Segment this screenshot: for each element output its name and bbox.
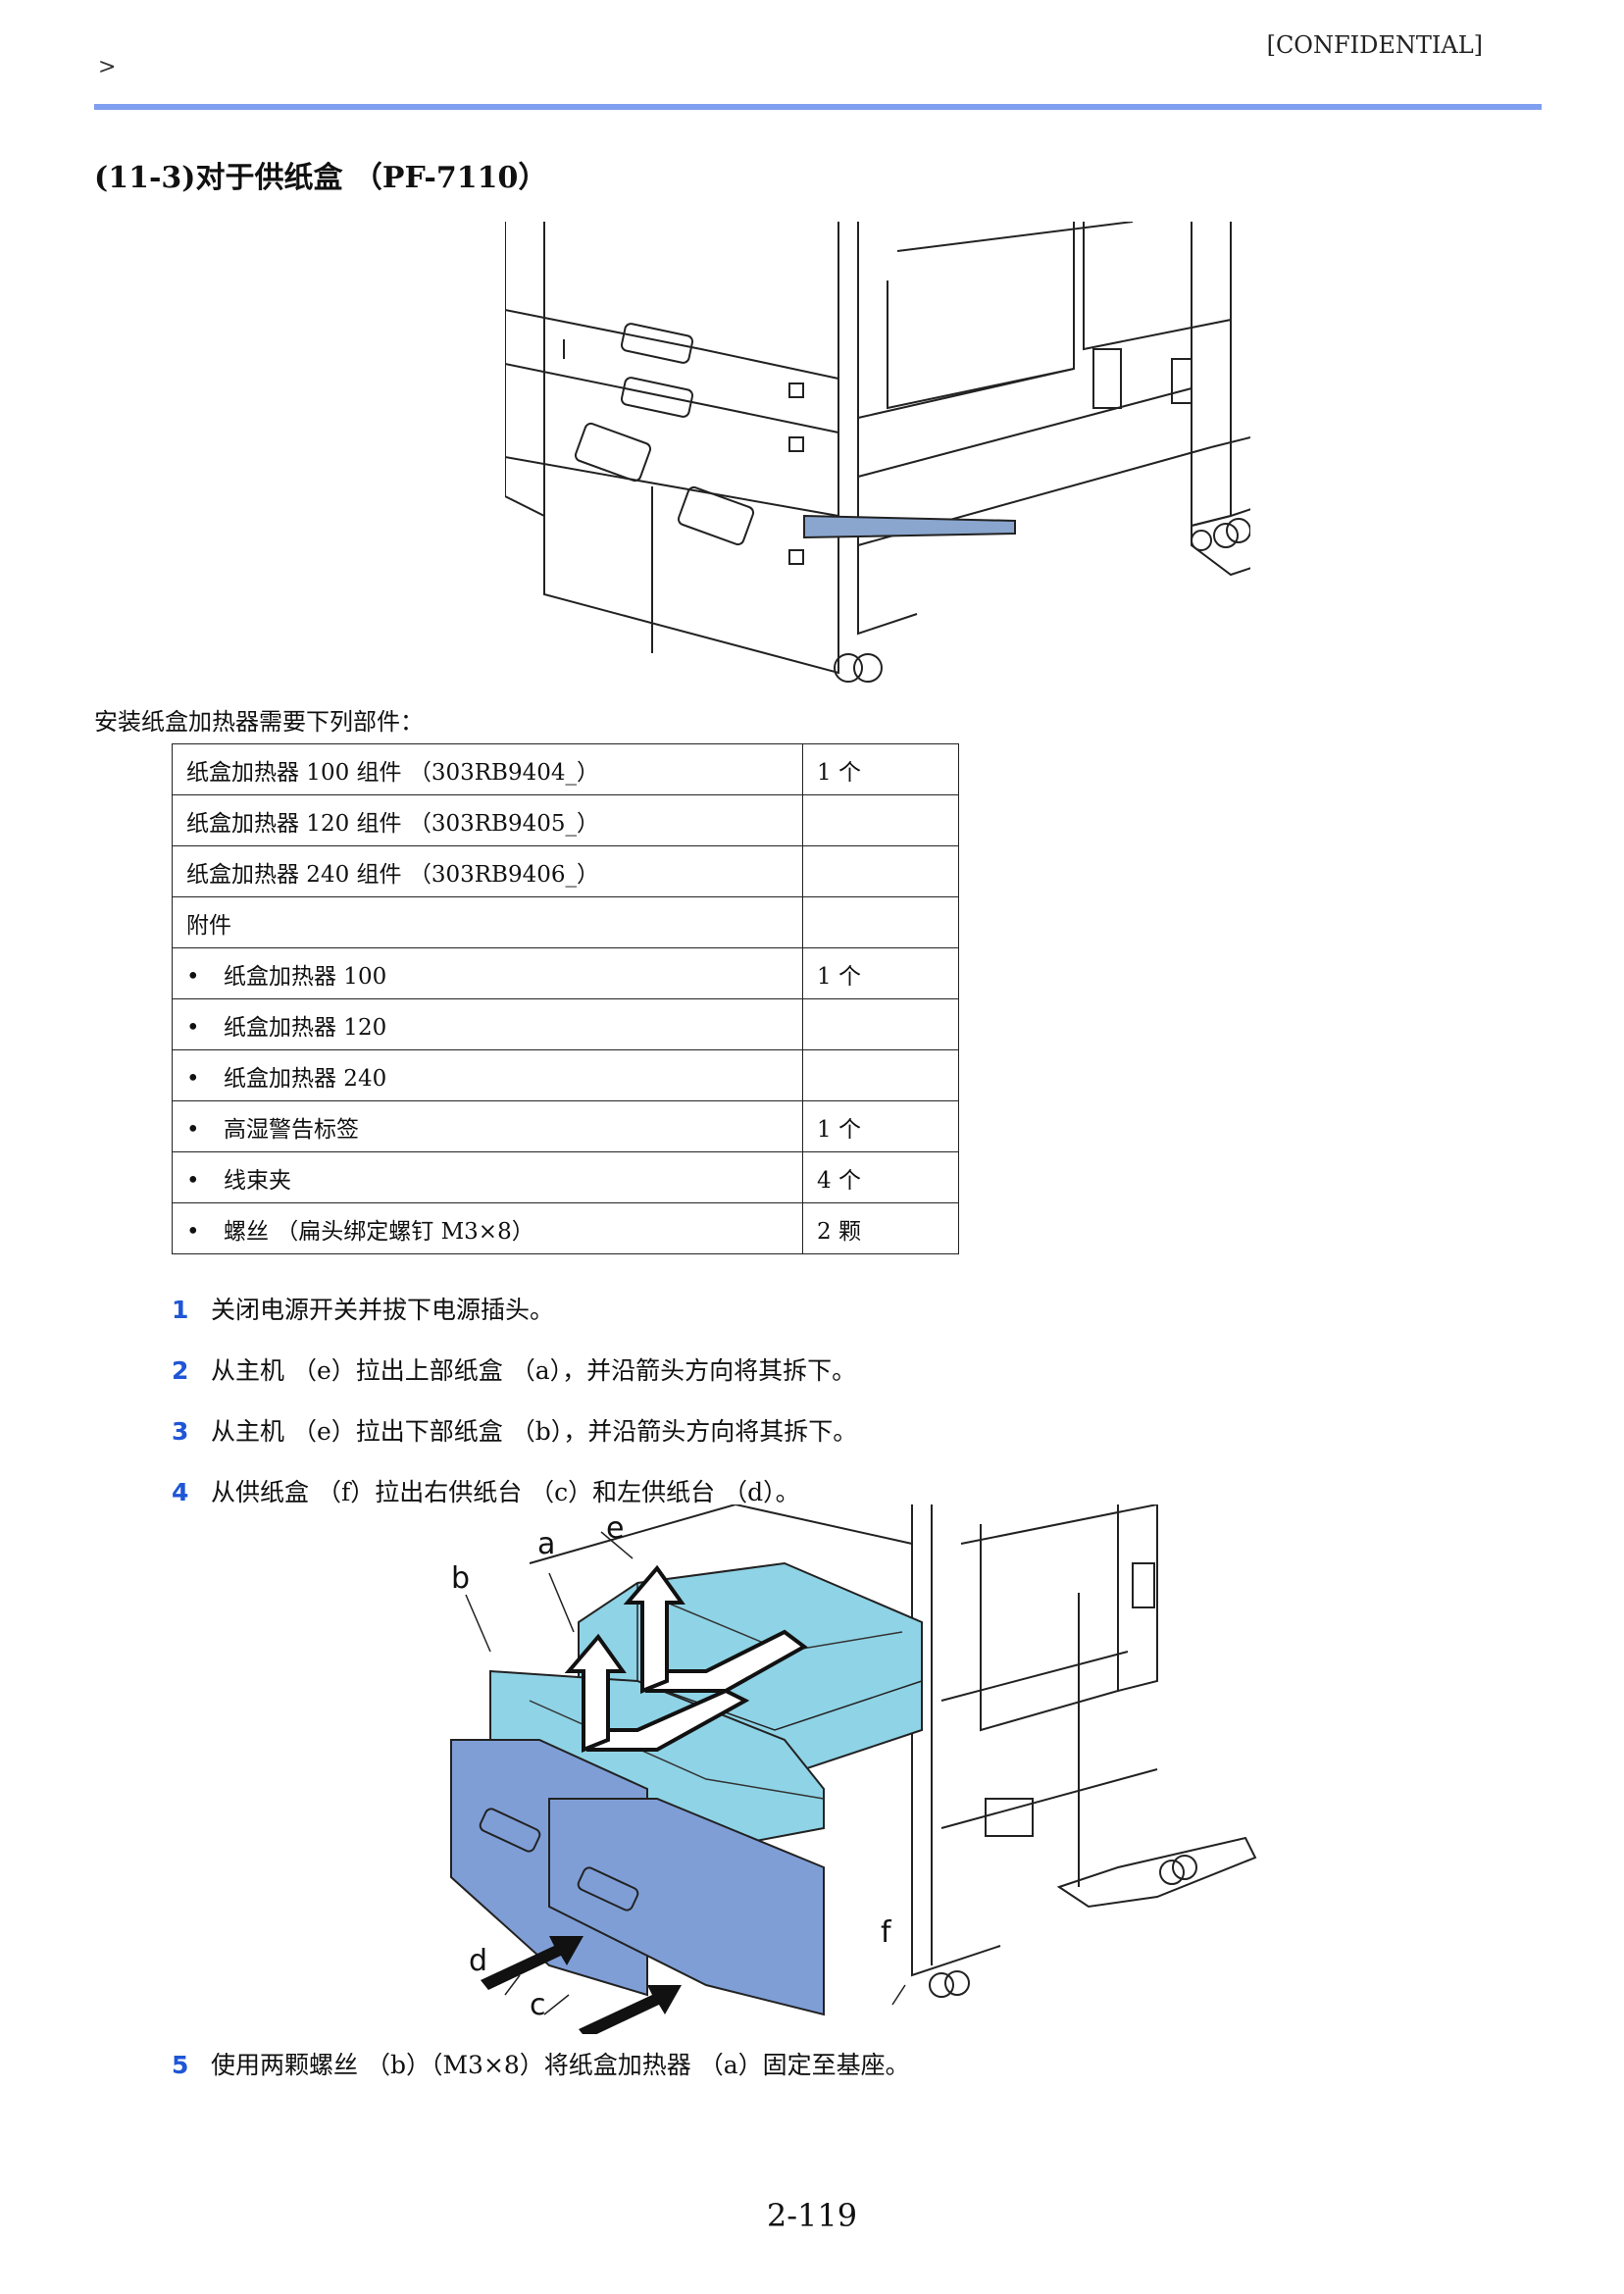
part-name-cell: • 高湿警告标签 xyxy=(172,1100,803,1152)
table-row: 纸盒加热器 120 组件 （303RB9405_） xyxy=(172,794,959,846)
removal-arrows xyxy=(564,1564,808,1753)
tray-removal-illustration: a b c d e f xyxy=(450,1504,1257,2034)
table-row: • 纸盒加热器 120 xyxy=(172,998,959,1050)
right-feed-table-c xyxy=(548,1798,825,2016)
bullet: • xyxy=(186,1065,200,1092)
step-item: 2 从主机 （e）拉出上部纸盒 （a），并沿箭头方向将其拆下。 xyxy=(172,1351,856,1387)
table-row: • 线束夹 4 个 xyxy=(172,1151,959,1203)
step-text: 使用两颗螺丝 （b）（M3×8）将纸盒加热器 （a）固定至基座。 xyxy=(211,2051,910,2079)
step-item: 1 关闭电源开关并拔下电源插头。 xyxy=(172,1291,554,1326)
part-qty: 2 颗 xyxy=(802,1202,959,1254)
section-title: (11-3)对于供纸盒 （PF-7110） xyxy=(94,161,548,195)
step-number: 4 xyxy=(172,1478,189,1506)
step-text: 从供纸盒 （f）拉出右供纸台 （c）和左供纸台 （d）。 xyxy=(211,1478,800,1506)
part-qty xyxy=(802,845,959,897)
part-name: 纸盒加热器 100 xyxy=(224,963,387,990)
part-name: 纸盒加热器 100 组件 （303RB9404_） xyxy=(186,759,599,786)
part-name-cell: 纸盒加热器 120 组件 （303RB9405_） xyxy=(172,794,803,846)
step-item: 5 使用两颗螺丝 （b）（M3×8）将纸盒加热器 （a）固定至基座。 xyxy=(172,2046,910,2081)
bullet: • xyxy=(186,1218,200,1245)
label-d: d xyxy=(469,1944,487,1978)
part-qty xyxy=(802,1049,959,1101)
step-text: 从主机 （e）拉出上部纸盒 （a），并沿箭头方向将其拆下。 xyxy=(211,1356,857,1385)
part-name-cell: 附件 xyxy=(172,896,803,948)
table-row: • 螺丝 （扁头绑定螺钉 M3×8） 2 颗 xyxy=(172,1202,959,1254)
arrow-c xyxy=(579,1985,682,2034)
part-name-cell: 纸盒加热器 100 组件 （303RB9404_） xyxy=(172,743,803,795)
part-qty: 1 个 xyxy=(802,1100,959,1152)
part-name-cell: • 纸盒加热器 100 xyxy=(172,947,803,999)
part-name: 纸盒加热器 240 组件 （303RB9406_） xyxy=(186,861,599,888)
machine-heater-illustration xyxy=(505,222,1250,683)
step-number: 5 xyxy=(172,2051,189,2079)
page-number: 2-119 xyxy=(766,2197,858,2234)
part-qty xyxy=(802,896,959,948)
parts-table: 纸盒加热器 100 组件 （303RB9404_）1 个纸盒加热器 120 组件… xyxy=(172,743,959,1254)
part-qty: 1 个 xyxy=(802,947,959,999)
part-name-cell: • 螺丝 （扁头绑定螺钉 M3×8） xyxy=(172,1202,803,1254)
header-rule xyxy=(94,104,1542,110)
step-number: 2 xyxy=(172,1356,189,1385)
part-qty xyxy=(802,794,959,846)
table-row: • 纸盒加热器 240 xyxy=(172,1049,959,1101)
step-item: 4 从供纸盒 （f）拉出右供纸台 （c）和左供纸台 （d）。 xyxy=(172,1473,800,1508)
bullet: • xyxy=(186,1014,200,1041)
label-b: b xyxy=(451,1561,470,1596)
arrow-d xyxy=(481,1936,584,1990)
intro-text: 安装纸盒加热器需要下列部件： xyxy=(94,708,424,736)
table-row: • 高湿警告标签 1 个 xyxy=(172,1100,959,1152)
step-text: 关闭电源开关并拔下电源插头。 xyxy=(211,1296,555,1324)
part-name: 线束夹 xyxy=(224,1167,291,1194)
part-name: 附件 xyxy=(186,912,231,939)
part-name-cell: • 纸盒加热器 120 xyxy=(172,998,803,1050)
heater-bar xyxy=(803,514,1016,539)
bullet: • xyxy=(186,1167,200,1194)
part-qty: 1 个 xyxy=(802,743,959,795)
step-text: 从主机 （e）拉出下部纸盒 （b），并沿箭头方向将其拆下。 xyxy=(211,1417,858,1446)
table-row: 纸盒加热器 240 组件 （303RB9406_） xyxy=(172,845,959,897)
part-name: 纸盒加热器 240 xyxy=(224,1065,387,1092)
step-item: 3 从主机 （e）拉出下部纸盒 （b），并沿箭头方向将其拆下。 xyxy=(172,1412,857,1448)
confidential-mark: [CONFIDENTIAL] xyxy=(1266,31,1483,59)
step-number: 3 xyxy=(172,1417,189,1446)
bullet: • xyxy=(186,1116,200,1143)
breadcrumb[interactable]: > xyxy=(98,55,117,79)
label-f: f xyxy=(881,1915,892,1950)
part-qty xyxy=(802,998,959,1050)
table-row: • 纸盒加热器 100 1 个 xyxy=(172,947,959,999)
part-qty: 4 个 xyxy=(802,1151,959,1203)
label-a: a xyxy=(537,1527,555,1561)
bullet: • xyxy=(186,963,200,990)
part-name-cell: 纸盒加热器 240 组件 （303RB9406_） xyxy=(172,845,803,897)
part-name-cell: • 纸盒加热器 240 xyxy=(172,1049,803,1101)
table-row: 纸盒加热器 100 组件 （303RB9404_） 1 个 xyxy=(172,743,959,795)
label-e: e xyxy=(606,1511,624,1546)
part-name: 纸盒加热器 120 组件 （303RB9405_） xyxy=(186,810,599,837)
part-name-cell: • 线束夹 xyxy=(172,1151,803,1203)
part-name: 纸盒加热器 120 xyxy=(224,1014,387,1041)
step-number: 1 xyxy=(172,1296,189,1324)
table-row: 附件 xyxy=(172,896,959,948)
label-c: c xyxy=(530,1988,546,2022)
part-name: 螺丝 （扁头绑定螺钉 M3×8） xyxy=(224,1218,534,1245)
part-name: 高湿警告标签 xyxy=(224,1116,359,1143)
